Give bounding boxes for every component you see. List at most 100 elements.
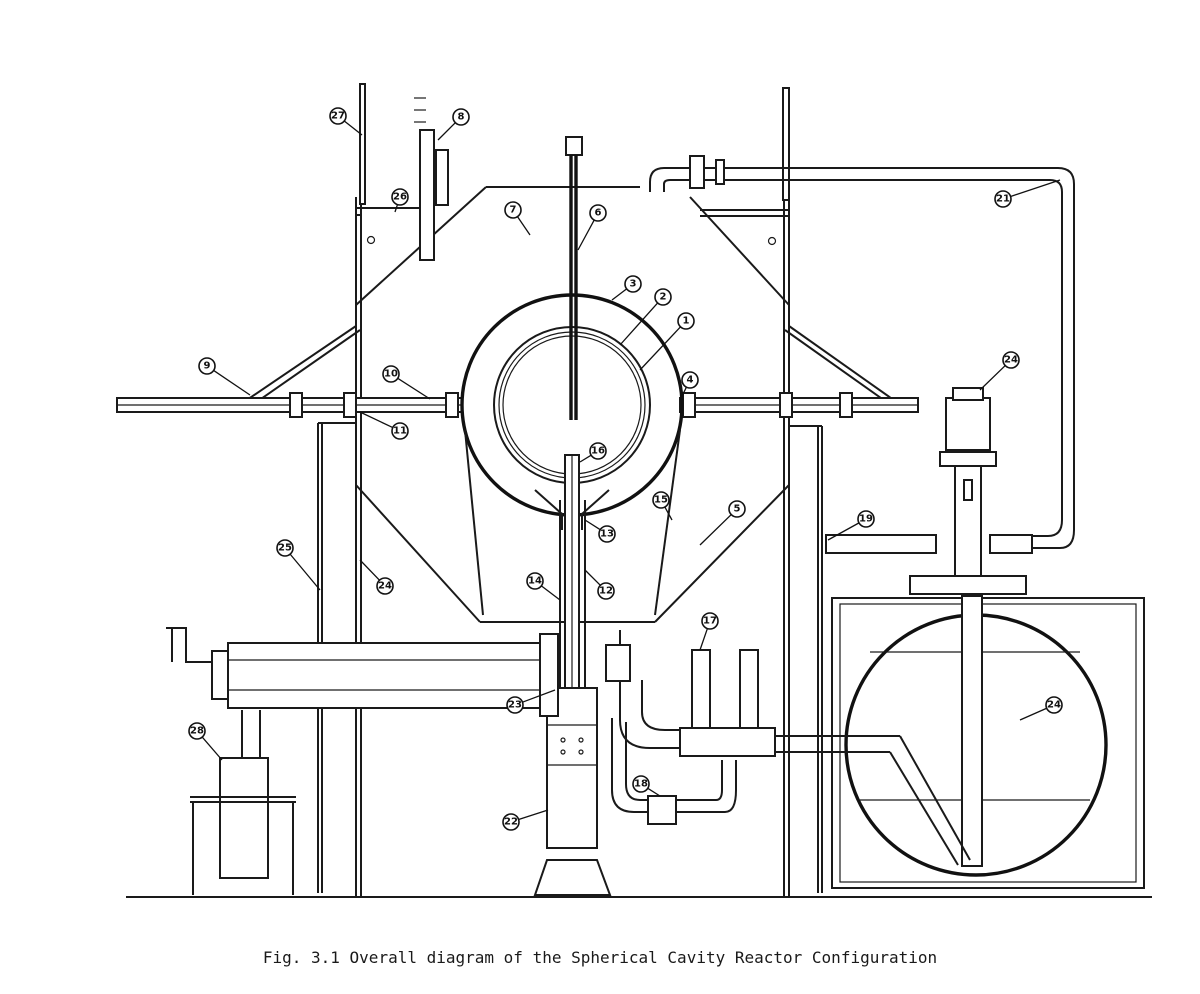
callout-labels: 1234567891011121314151617181921222324242… [188, 107, 1063, 831]
storage-tank [831, 595, 1145, 889]
callout-leader [611, 288, 628, 301]
top-pipe [649, 155, 1075, 549]
callout-leader [437, 122, 456, 141]
callout-number: 22 [504, 817, 518, 828]
callout-25: 25 [276, 539, 294, 557]
callout-number: 26 [393, 192, 407, 203]
loop-piping [605, 630, 971, 866]
callout-leader [516, 216, 531, 236]
callout-number: 24 [378, 581, 392, 592]
callout-leader [647, 787, 661, 797]
callout-1: 1 [677, 312, 695, 330]
callout-19: 19 [857, 510, 875, 528]
callout-leader [343, 120, 363, 136]
callout-4: 4 [681, 371, 699, 389]
callout-leader [359, 559, 380, 581]
callout-number: 4 [687, 375, 694, 386]
callout-number: 10 [384, 369, 398, 380]
callout-24: 24 [376, 577, 394, 595]
callout-5: 5 [728, 500, 746, 518]
callout-leader [584, 569, 601, 586]
callout-6: 6 [589, 204, 607, 222]
callout-12: 12 [597, 582, 615, 600]
callout-10: 10 [382, 365, 400, 383]
callout-leader [522, 689, 556, 703]
callout-number: 27 [331, 111, 345, 122]
callout-2: 2 [654, 288, 672, 306]
callout-leader [577, 219, 595, 251]
callout-8: 8 [452, 108, 470, 126]
callout-number: 21 [996, 194, 1010, 205]
callout-21: 21 [994, 190, 1012, 208]
callout-number: 28 [190, 726, 204, 737]
callout-leaders [201, 120, 1061, 821]
callout-26: 26 [391, 188, 409, 206]
callout-leader [699, 514, 732, 546]
callout-number: 14 [528, 576, 542, 587]
callout-leader [394, 204, 399, 213]
callout-number: 11 [393, 426, 407, 437]
callout-24: 24 [1045, 696, 1063, 714]
callout-leader [827, 522, 860, 541]
horizontal-beam [116, 392, 919, 418]
figure-caption: Fig. 3.1 Overall diagram of the Spherica… [262, 948, 938, 967]
callout-leader [540, 585, 561, 601]
callout-number: 1 [683, 316, 690, 327]
callout-leader [213, 369, 251, 396]
callout-number: 3 [630, 279, 637, 290]
lower-column [533, 687, 612, 896]
callout-leader [1019, 707, 1047, 721]
callout-leader [359, 411, 394, 429]
callout-14: 14 [526, 572, 544, 590]
callout-number: 9 [204, 361, 211, 372]
callout-leader [979, 365, 1006, 391]
callout-number: 23 [508, 700, 522, 711]
callout-15: 15 [652, 491, 670, 509]
callout-24: 24 [1002, 351, 1020, 369]
callout-22: 22 [502, 813, 520, 831]
callout-18: 18 [632, 775, 650, 793]
callout-leader [397, 377, 431, 400]
callout-leader [639, 326, 681, 371]
callout-27: 27 [329, 107, 347, 125]
callout-11: 11 [391, 422, 409, 440]
callout-leader [584, 519, 601, 531]
left-pipe [166, 627, 559, 895]
callout-number: 18 [634, 779, 648, 790]
callout-number: 5 [734, 504, 741, 515]
callout-9: 9 [198, 357, 216, 375]
callout-17: 17 [701, 612, 719, 630]
callout-number: 24 [1004, 355, 1018, 366]
callout-leader [699, 628, 709, 651]
callout-number: 16 [591, 446, 605, 457]
callout-28: 28 [188, 722, 206, 740]
central-rods [559, 136, 586, 700]
callout-number: 12 [599, 586, 613, 597]
callout-number: 25 [278, 543, 292, 554]
callout-number: 6 [595, 208, 602, 219]
callout-leader [579, 454, 592, 463]
left-vertical-pipes [359, 83, 790, 261]
callout-7: 7 [504, 201, 522, 219]
callout-leader [664, 506, 673, 521]
callout-leader [518, 809, 549, 821]
callout-number: 7 [510, 205, 517, 216]
callout-number: 8 [458, 112, 465, 123]
callout-number: 13 [600, 529, 614, 540]
callout-leader [1010, 179, 1061, 198]
callout-number: 2 [660, 292, 667, 303]
pump-assembly [825, 387, 1033, 595]
callout-16: 16 [589, 442, 607, 460]
callout-leader [289, 553, 321, 591]
callout-leader [201, 736, 223, 761]
callout-leader [619, 302, 659, 346]
callout-leader [679, 386, 688, 401]
callout-23: 23 [506, 696, 524, 714]
callout-number: 24 [1047, 700, 1061, 711]
callout-number: 19 [859, 514, 873, 525]
callout-number: 17 [703, 616, 717, 627]
callout-number: 15 [654, 495, 668, 506]
callout-3: 3 [624, 275, 642, 293]
